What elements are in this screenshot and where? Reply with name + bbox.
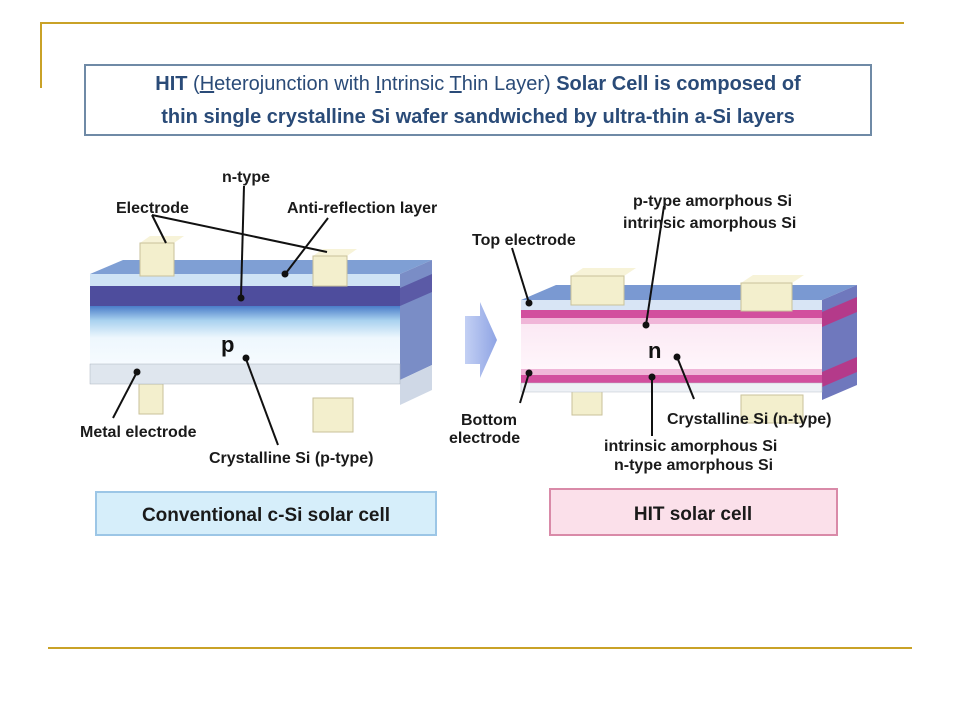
hit-n-body: [521, 324, 822, 369]
dot-n-type: [237, 294, 245, 302]
conv-bottom-electrode-left: [138, 383, 164, 415]
conventional-cell: [89, 236, 432, 433]
conv-metal-layer: [89, 363, 401, 385]
title-eterojunction: eterojunction with: [214, 73, 376, 95]
conv-n-layer: [90, 286, 400, 306]
label-intrinsic-amorphous-bottom: intrinsic amorphous Si: [604, 438, 777, 455]
hit-top-electrode-right: [740, 282, 793, 312]
conv-bottom-electrode-right: [312, 397, 354, 433]
leader-anti-reflection: [285, 217, 329, 274]
gold-bottom-line: [48, 647, 912, 649]
hit-top-electrode-layer: [521, 300, 822, 310]
label-bottom: Bottom: [461, 412, 517, 429]
leader-p-type-amorphous: [645, 205, 665, 326]
leader-electrode-left: [151, 214, 167, 244]
title-h: H: [199, 73, 215, 95]
label-anti-reflection: Anti-reflection layer: [287, 200, 437, 217]
gold-left-line: [40, 22, 42, 88]
label-n: n: [648, 338, 661, 363]
title-i: I: [375, 73, 381, 95]
dot-metal-electrode: [133, 368, 141, 376]
dot-anti-reflection: [281, 270, 289, 278]
conv-leader-lines: [112, 185, 329, 446]
leader-n-type: [240, 185, 245, 297]
conv-ar-layer: [90, 274, 400, 286]
title-t: T: [449, 73, 462, 95]
label-p: p: [221, 332, 234, 357]
label-electrode: Electrode: [116, 200, 189, 217]
label-intrinsic-amorphous-top: intrinsic amorphous Si: [623, 215, 796, 232]
title-line-2: thin single crystalline Si wafer sandwic…: [161, 106, 795, 128]
hit-bottom-electrode-left: [571, 390, 603, 416]
title-box: HIT (Heterojunction with Intrinsic Thin …: [84, 64, 872, 136]
hit-i-amorphous-bottom-layer: [521, 369, 822, 375]
leader-top-electrode: [511, 247, 530, 304]
dot-p-type-amorphous: [642, 321, 650, 329]
hit-top-electrode-left: [570, 275, 625, 306]
hit-n-amorphous-layer: [521, 375, 822, 383]
leader-crystalline-n: [676, 356, 695, 400]
dot-crystalline-p: [242, 354, 250, 362]
title-paren: (: [187, 73, 200, 95]
dot-bottom-electrode: [525, 369, 533, 377]
leader-electrode-right: [151, 214, 328, 253]
conv-right-bottom-face: [400, 365, 432, 405]
label-crystalline-n: Crystalline Si (n-type): [667, 411, 831, 428]
conventional-caption: Conventional c-Si solar cell: [142, 505, 390, 526]
arrow-right-icon: [465, 302, 497, 378]
hit-i-amorphous-top-layer: [521, 318, 822, 324]
hit-right-face-nbottom: [822, 357, 857, 387]
label-bottom-electrode: electrode: [449, 430, 520, 447]
dot-intrinsic-bottom: [648, 373, 656, 381]
hit-caption-box: [549, 488, 838, 536]
title-hin-layer: hin Layer): [461, 73, 551, 95]
leader-crystalline-p: [245, 358, 279, 446]
hit-leader-lines: [511, 205, 695, 436]
conv-top-electrode-right: [312, 255, 348, 287]
hit-p-amorphous-layer: [521, 310, 822, 318]
label-crystalline-p: Crystalline Si (p-type): [209, 450, 373, 467]
label-metal-electrode: Metal electrode: [80, 424, 197, 441]
conv-top-electrode-left: [139, 242, 175, 277]
hit-cell: [520, 268, 857, 424]
hit-top-electrode-left-top: [571, 268, 636, 276]
label-n-type-amorphous: n-type amorphous Si: [614, 457, 773, 474]
leader-metal-electrode: [112, 371, 138, 419]
title-ntrinsic: ntrinsic: [380, 73, 450, 95]
hit-right-face-p: [822, 297, 857, 327]
conventional-caption-box: [95, 491, 437, 536]
hit-bottom-electrode-right: [740, 394, 804, 424]
dot-top-electrode: [525, 299, 533, 307]
label-p-type-amorphous: p-type amorphous Si: [633, 193, 792, 210]
hit-bottom-electrode-layer: [520, 382, 823, 393]
leader-bottom-electrode: [519, 372, 530, 404]
label-top-electrode: Top electrode: [472, 232, 576, 249]
hit-caption: HIT solar cell: [634, 504, 752, 525]
title-hit: HIT: [155, 73, 188, 95]
hit-top-electrode-right-top: [741, 275, 804, 283]
gold-top-line: [40, 22, 904, 24]
label-n-type: n-type: [222, 169, 270, 186]
dot-crystalline-n: [673, 353, 681, 361]
conv-right-face-dark: [400, 274, 432, 306]
conv-top-electrode-left-top: [140, 236, 184, 243]
title-line-1: HIT (Heterojunction with Intrinsic Thin …: [86, 68, 870, 101]
conv-p-body: [90, 306, 400, 364]
title-rest-line1: Solar Cell is composed of: [550, 73, 801, 95]
